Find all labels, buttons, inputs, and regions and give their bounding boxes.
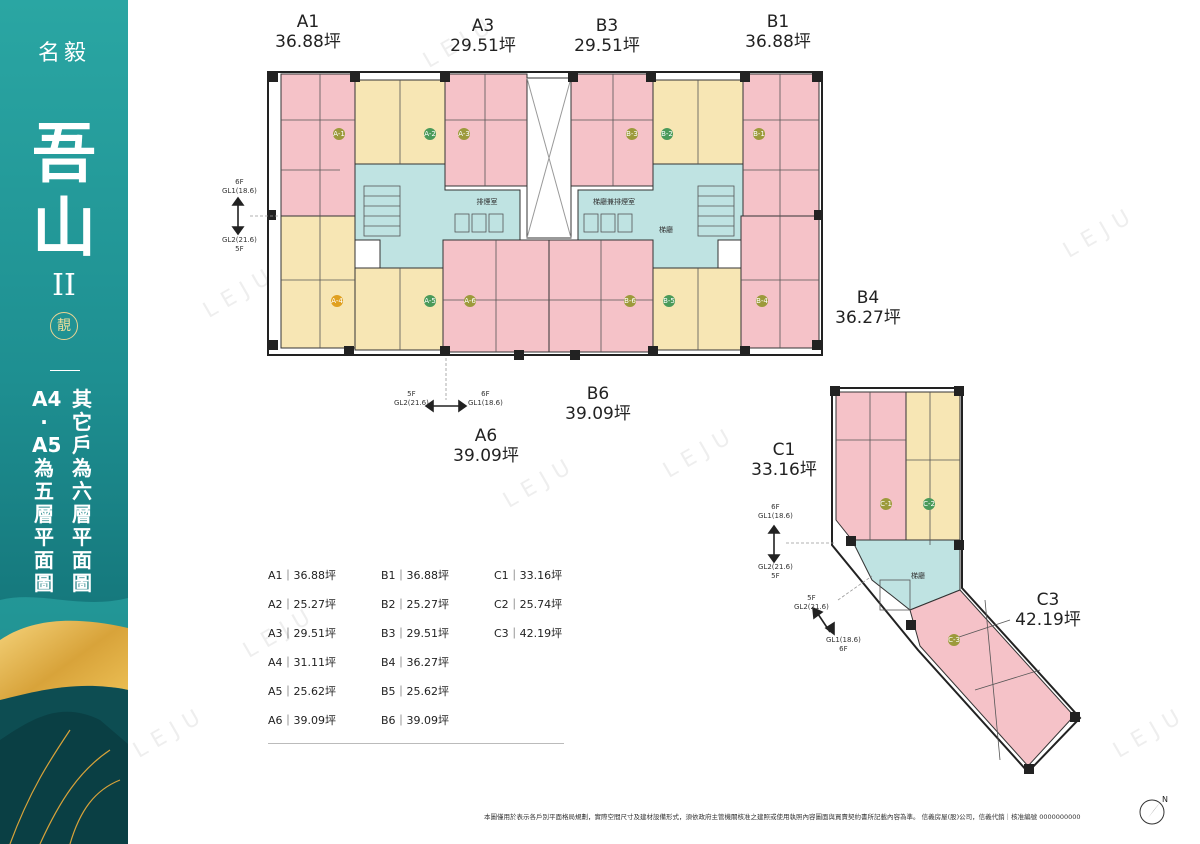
brand-subtitle: 名毅 bbox=[37, 41, 90, 66]
legend-item: B1｜36.88坪 bbox=[381, 569, 450, 582]
compass-n-label: N bbox=[1162, 795, 1168, 804]
note-char: 面 bbox=[34, 548, 54, 572]
tag-a5: A-5 bbox=[424, 297, 436, 305]
sidebar-landscape-art bbox=[0, 597, 128, 844]
note-char: 戶 bbox=[72, 433, 92, 457]
unit-a4-area bbox=[280, 215, 356, 349]
note-a4-a5-five-floor: A4 · A5 為 五 層 平 面 圖 bbox=[32, 387, 62, 595]
note-char: A5 bbox=[32, 433, 62, 457]
tag-b3: B-3 bbox=[626, 130, 638, 138]
note-char: 六 bbox=[72, 479, 92, 503]
legend-item: C2｜25.74坪 bbox=[494, 598, 563, 611]
brand-title-char: 吾 bbox=[32, 117, 96, 192]
tag-c2: C-2 bbox=[923, 500, 935, 508]
brand-title-char: 山 bbox=[32, 191, 96, 266]
note-char: 為 bbox=[72, 456, 92, 480]
legend-item: B6｜39.09坪 bbox=[381, 714, 450, 727]
level-note-c1-lower: GL2(21.6)5F bbox=[758, 563, 793, 580]
note-char: 圖 bbox=[34, 571, 54, 595]
legend-item: B2｜25.27坪 bbox=[381, 598, 450, 611]
tag-a1: A-1 bbox=[333, 130, 345, 138]
unit-a1-area bbox=[280, 73, 356, 217]
legend-item: A3｜29.51坪 bbox=[268, 627, 337, 640]
note-char: 層 bbox=[34, 502, 54, 526]
brand-title: 吾 山 bbox=[0, 118, 128, 266]
note-char: 圖 bbox=[72, 571, 92, 595]
tag-b1: B-1 bbox=[753, 130, 765, 138]
tag-a3: A-3 bbox=[458, 130, 470, 138]
legend-item: A1｜36.88坪 bbox=[268, 569, 337, 582]
disclaimer-footer: 本圖僅用於表示各戶別平面格局規劃，實際空間尺寸及建材設備形式，須依政府主管機關核… bbox=[484, 813, 1081, 821]
unit-c1-area bbox=[835, 391, 907, 541]
legend-item: B3｜29.51坪 bbox=[381, 627, 450, 640]
note-others-six-floor: 其 它 戶 為 六 層 平 面 圖 bbox=[70, 388, 94, 595]
note-char: 它 bbox=[72, 410, 92, 434]
tag-b2: B-2 bbox=[661, 130, 673, 138]
sidebar: 名毅 吾 山 II 靚 A4 · A5 為 五 層 平 面 圖 其 它 戶 為 … bbox=[0, 0, 128, 844]
level-note-c3-lower: GL1(18.6)6F bbox=[826, 636, 861, 653]
unit-a3-area bbox=[444, 73, 528, 187]
level-note-left-lower: GL2(21.6)5F bbox=[222, 236, 257, 253]
note-char: A4 bbox=[32, 387, 62, 411]
room-lobby-b: 梯廳 bbox=[659, 225, 673, 234]
legend-item: A6｜39.09坪 bbox=[268, 714, 337, 727]
north-compass-icon: N bbox=[1139, 795, 1168, 825]
unit-b3-area bbox=[570, 73, 654, 187]
tag-b6: B-6 bbox=[624, 297, 636, 305]
legend-item: A5｜25.62坪 bbox=[268, 685, 337, 698]
note-char: 為 bbox=[34, 456, 54, 480]
room-smoke-exhaust: 排煙室 bbox=[477, 197, 498, 206]
room-lobby-smoke-exhaust: 梯廳兼排煙室 bbox=[593, 197, 635, 206]
note-char: 面 bbox=[72, 548, 92, 572]
legend-item: B4｜36.27坪 bbox=[381, 656, 450, 669]
legend-divider bbox=[268, 743, 564, 744]
legend-item: A2｜25.27坪 bbox=[268, 598, 337, 611]
legend-item: C3｜42.19坪 bbox=[494, 627, 563, 640]
room-lobby-c: 梯廳 bbox=[911, 571, 925, 580]
tag-a2: A-2 bbox=[424, 130, 436, 138]
tag-c3: C-3 bbox=[948, 636, 960, 644]
unit-b1-area bbox=[742, 73, 820, 217]
tag-c1: C-1 bbox=[880, 500, 892, 508]
legend-item: C1｜33.16坪 bbox=[494, 569, 563, 582]
legend-item: A4｜31.11坪 bbox=[268, 656, 337, 669]
divider bbox=[50, 370, 80, 371]
unit-c2-area bbox=[905, 391, 961, 546]
tag-a4: A-4 bbox=[331, 297, 343, 305]
note-char: 平 bbox=[72, 525, 92, 549]
unit-a5-area bbox=[354, 267, 444, 351]
tag-b5: B-5 bbox=[663, 297, 675, 305]
note-char: 平 bbox=[34, 525, 54, 549]
brand-roman-numeral: II bbox=[52, 268, 76, 303]
note-char: 五 bbox=[34, 479, 54, 503]
legend-item: B5｜25.62坪 bbox=[381, 685, 450, 698]
note-char: 層 bbox=[72, 502, 92, 526]
unit-b5-area bbox=[652, 267, 742, 351]
tag-a6: A-6 bbox=[464, 297, 476, 305]
note-char: · bbox=[40, 410, 48, 434]
tag-b4: B-4 bbox=[756, 297, 768, 305]
brand-seal-logo: 靚 bbox=[50, 312, 78, 340]
note-char: 其 bbox=[72, 387, 92, 411]
